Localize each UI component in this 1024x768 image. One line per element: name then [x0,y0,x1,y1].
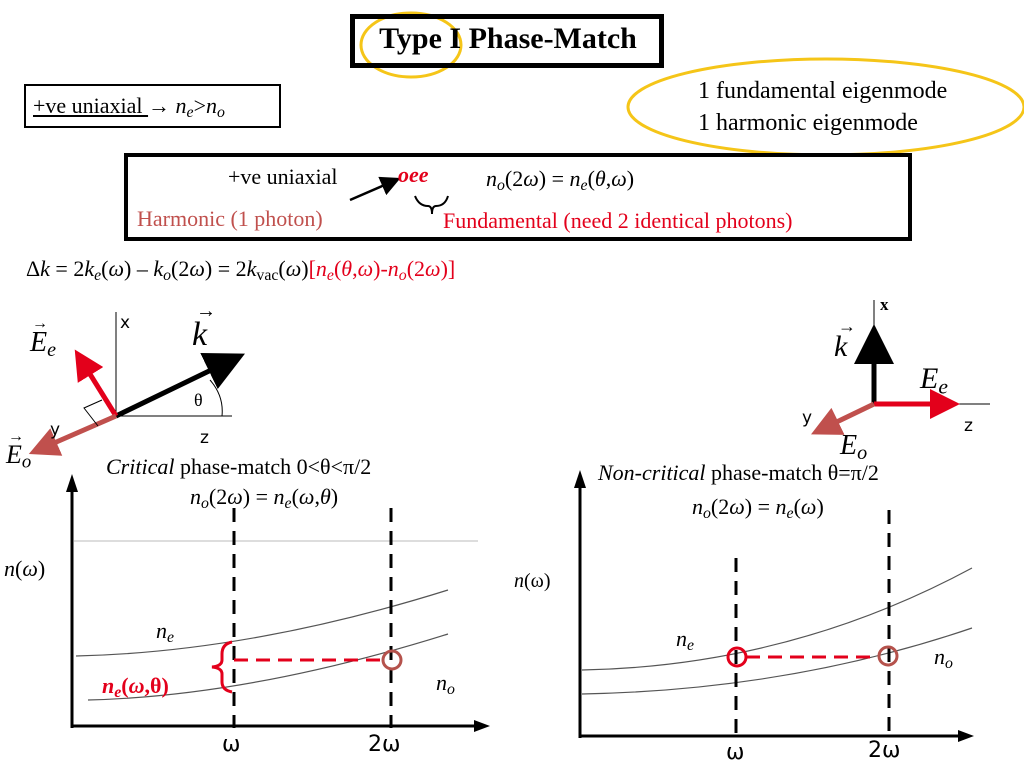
fundamental-brace [414,195,449,215]
no-curve-critical [87,633,449,701]
k-vector-arrow [114,353,246,419]
phase-match-ring-critical [381,649,403,671]
critical-condition: no(2ω) = ne(ω,θ) [190,484,339,512]
noncritical-no-label: no [934,644,953,672]
critical-tick-2omega: 2ω [368,732,401,757]
noncritical-caption: Non-critical phase-match θ=π/2 [598,460,879,485]
oee-label: oee [398,162,429,187]
fundamental-label: Fundamental (need 2 identical photons) [443,208,793,233]
oee-box [124,153,912,241]
left-eo-label: →Eo [6,428,32,473]
left-k-label: →k [192,300,216,353]
ne-theta-brace-label: ne(ω,θ) [102,673,169,701]
title-highlight-ellipse [359,11,463,79]
noncritical-ne-label: ne [676,626,695,654]
no-curve-noncritical [581,627,973,695]
left-z-axis-label: z [200,428,209,448]
left-axes-diagram [28,312,246,456]
left-y-axis-label: y [50,420,61,440]
phase-match-ring-noncritical-1 [726,646,748,668]
harmonic-pointer-arrow [349,176,401,202]
noncritical-condition: no(2ω) = ne(ω) [692,494,824,522]
oee-uniaxial-label: +ve uniaxial [228,164,338,189]
left-ee-label: →Ee [30,315,57,362]
uniaxial-note: +ve uniaxial → ne>no [33,93,225,121]
eigenmode-harmonic: 1 harmonic eigenmode [698,110,918,136]
ne-theta-brace [211,640,233,694]
critical-ne-label: ne [156,618,175,646]
right-ee-label: Ee [920,362,948,399]
eigenmode-fundamental: 1 fundamental eigenmode [698,78,948,104]
oee-condition: no(2ω) = ne(θ,ω) [486,166,635,194]
left-x-axis-label: x [120,313,131,333]
ne-curve-critical [75,589,449,657]
eo-vector-arrow [28,413,117,456]
delta-k-equation: Δk = 2ke(ω) – ko(2ω) = 2kvac(ω)[ne(θ,ω)-… [26,256,456,284]
right-axes-diagram [810,300,990,435]
noncritical-tick-omega: ω [726,740,745,765]
right-y-axis-label: y [802,408,813,428]
phase-match-ring-noncritical-2 [877,645,899,667]
title-box [350,14,664,68]
ee-vector-arrow [74,349,119,418]
eo-vector-arrow-right [810,401,876,435]
right-k-label: →k [834,316,856,363]
uniaxial-label: +ve uniaxial [33,93,149,118]
right-z-axis-label: z [964,416,973,436]
noncritical-plot [574,470,974,742]
right-arrow-icon: → [148,93,176,118]
critical-plot [66,474,490,732]
critical-caption: Critical phase-match 0<θ<π/2 [106,454,372,479]
critical-ylabel: n(ω) [4,556,46,581]
right-eo-label: Eo [840,430,868,465]
eigenmode-list: 1 fundamental eigenmode 1 harmonic eigen… [698,75,947,139]
ne-curve-noncritical [581,567,973,671]
harmonic-label: Harmonic (1 photon) [137,206,323,231]
noncritical-ylabel: n(ω) [514,570,551,592]
page-title: Type I Phase-Match [379,22,637,55]
noncritical-tick-2omega: 2ω [868,738,901,763]
right-x-axis-label: x [880,295,889,314]
left-theta-label: θ [194,390,203,410]
critical-tick-omega: ω [222,732,241,757]
uniaxial-note-box [24,84,281,128]
critical-no-label: no [436,670,455,698]
